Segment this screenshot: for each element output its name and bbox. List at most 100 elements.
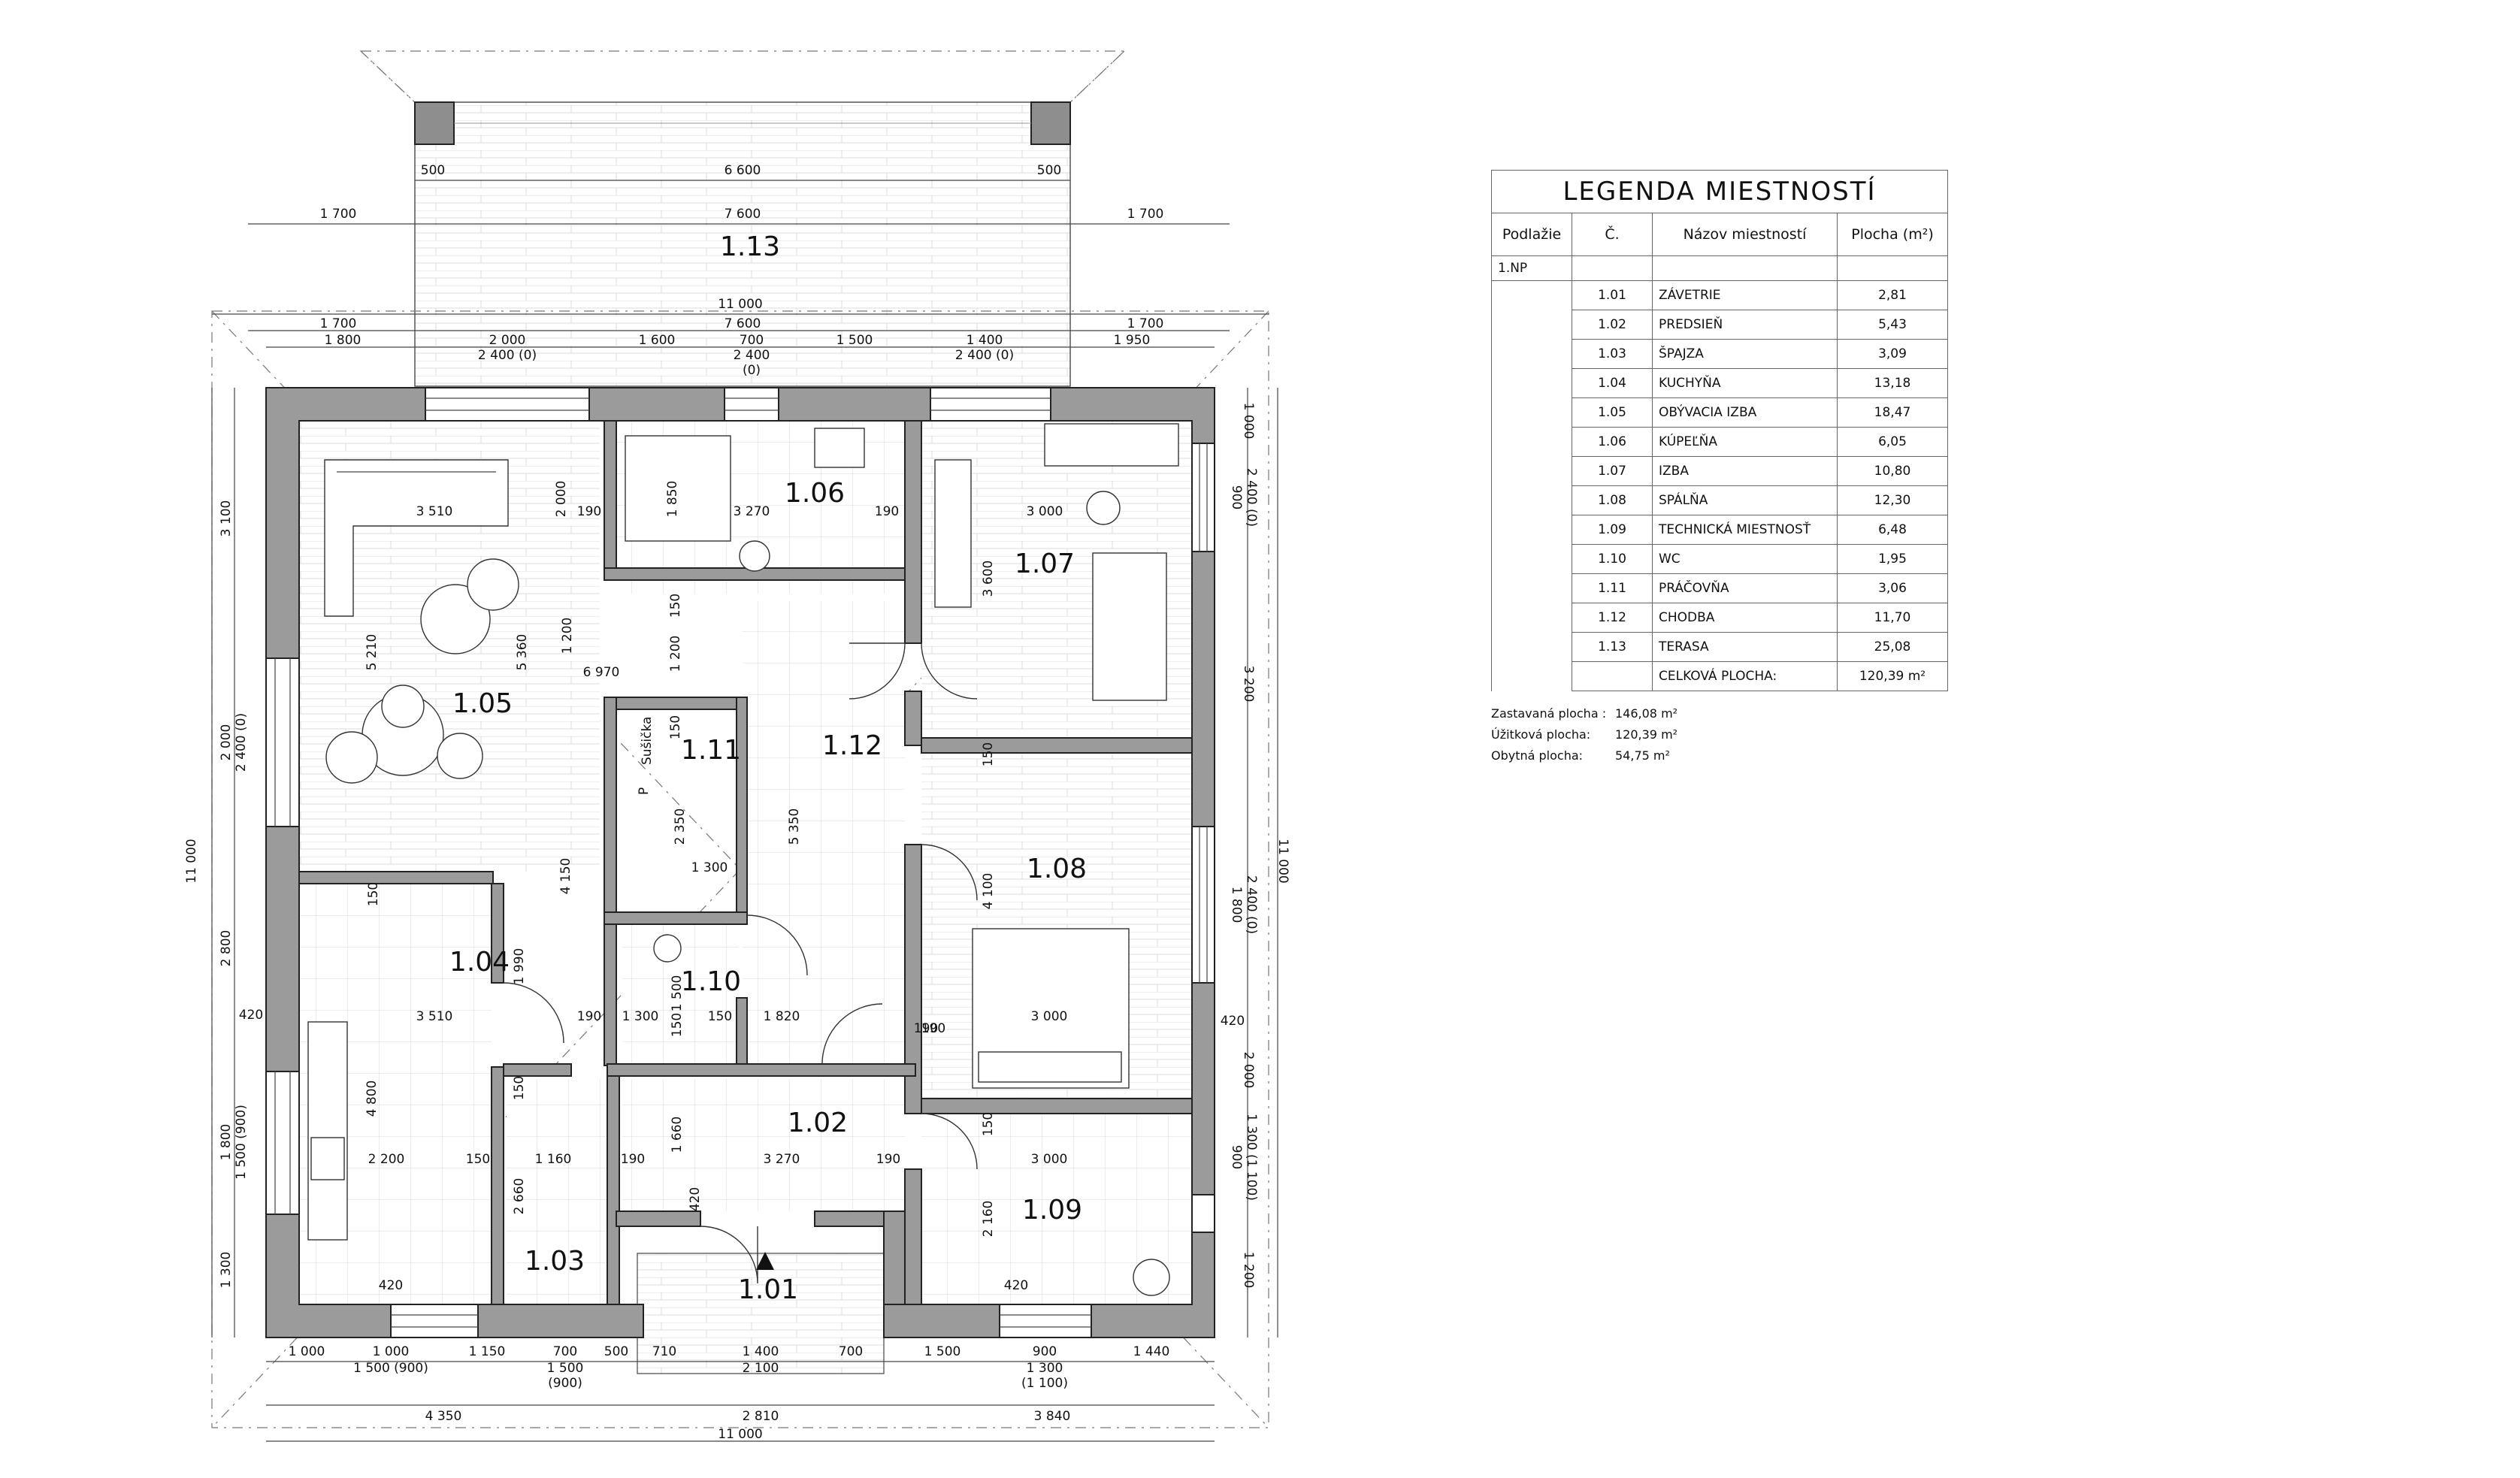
legend-header-floor: Podlažie (1491, 213, 1572, 256)
legend-room-number: 1.07 (1572, 456, 1653, 486)
dryer-label: Sušička (640, 717, 655, 765)
legend-room-number: 1.06 (1572, 427, 1653, 457)
svg-text:2 810: 2 810 (743, 1409, 779, 1424)
svg-text:1 000: 1 000 (289, 1344, 325, 1359)
room-label-1.11: 1.11 (681, 735, 741, 766)
svg-text:190: 190 (577, 1009, 601, 1024)
svg-text:4 150: 4 150 (558, 858, 573, 895)
legend-room-name: TECHNICKÁ MIESTNOSŤ (1652, 515, 1838, 545)
summary-row: Obytná plocha: 54,75 m² (1491, 748, 1677, 769)
svg-text:5 350: 5 350 (787, 809, 802, 845)
svg-text:1 500: 1 500 (836, 333, 873, 348)
svg-text:1 300: 1 300 (691, 860, 728, 875)
svg-text:1 400: 1 400 (967, 333, 1003, 348)
svg-text:150: 150 (981, 742, 996, 766)
svg-text:1 820: 1 820 (764, 1009, 800, 1024)
legend-header-name: Názov miestností (1652, 213, 1838, 256)
svg-text:3 000: 3 000 (1031, 1152, 1068, 1167)
svg-text:3 000: 3 000 (1027, 504, 1063, 519)
room-label-1.08: 1.08 (1027, 854, 1087, 884)
summary-label: Zastavaná plocha : (1491, 706, 1607, 721)
svg-text:1 200: 1 200 (1241, 1252, 1256, 1289)
svg-text:2 400 (0): 2 400 (0) (478, 348, 537, 363)
svg-text:500: 500 (604, 1344, 628, 1359)
room-label-1.07: 1.07 (1015, 549, 1075, 579)
legend-room-name: ŠPAJZA (1652, 339, 1838, 369)
svg-text:900: 900 (1229, 1145, 1244, 1169)
svg-text:190: 190 (876, 1152, 900, 1167)
svg-text:420: 420 (239, 1008, 263, 1023)
svg-text:2 400 (0): 2 400 (0) (1244, 875, 1259, 934)
legend-room-name: OBÝVACIA IZBA (1652, 397, 1838, 428)
svg-text:3 000: 3 000 (1031, 1009, 1068, 1024)
legend-header-number: Č. (1572, 213, 1653, 256)
svg-text:11 000: 11 000 (718, 1427, 762, 1442)
svg-text:1 150: 1 150 (469, 1344, 506, 1359)
room-label-1.10: 1.10 (681, 966, 741, 997)
svg-text:700: 700 (839, 1344, 863, 1359)
furniture (307, 423, 1179, 1296)
legend-room-number: 1.12 (1572, 603, 1653, 633)
legend-room-name: WC (1652, 544, 1838, 574)
legend-room-area: 10,80 (1837, 456, 1948, 486)
room-label-1.05: 1.05 (452, 688, 513, 719)
svg-text:2 350: 2 350 (673, 809, 688, 845)
legend-room-area: 5,43 (1837, 310, 1948, 340)
legend-room-number: 1.10 (1572, 544, 1653, 574)
svg-text:1 000: 1 000 (1241, 403, 1256, 440)
summary-value: 54,75 m² (1615, 748, 1670, 763)
svg-text:2 000: 2 000 (489, 333, 526, 348)
svg-text:190: 190 (921, 1021, 945, 1036)
svg-text:1 300 (1 100): 1 300 (1 100) (1244, 1114, 1259, 1201)
legend-room-area: 1,95 (1837, 544, 1948, 574)
svg-text:2 100: 2 100 (743, 1361, 779, 1376)
room-legend: LEGENDA MIESTNOSTÍ Podlažie Č. Názov mie… (1491, 170, 1948, 691)
room-labels: 1.01 1.02 1.03 1.04 1.05 1.06 1.07 1.08 … (449, 231, 1087, 1305)
svg-text:(900): (900) (548, 1376, 582, 1391)
svg-text:3 270: 3 270 (764, 1152, 800, 1167)
exterior-walls (265, 387, 1215, 1338)
room-label-1.01: 1.01 (738, 1274, 798, 1305)
svg-text:6 970: 6 970 (583, 665, 620, 680)
legend-room-number: 1.02 (1572, 310, 1653, 340)
legend-total-label: CELKOVÁ PLOCHA: (1652, 661, 1838, 691)
dimension-texts: 500 6 600 500 1 700 7 600 1 700 11 000 1… (184, 163, 1290, 1442)
terrace (359, 50, 1126, 387)
svg-text:5 360: 5 360 (515, 634, 530, 671)
legend-header-area: Plocha (m²) (1837, 213, 1948, 256)
dimension-lines (211, 180, 1278, 1442)
svg-text:1 000: 1 000 (373, 1344, 410, 1359)
legend-room-number: 1.11 (1572, 573, 1653, 603)
svg-text:1 700: 1 700 (320, 316, 357, 331)
legend-room-name: CHODBA (1652, 603, 1838, 633)
svg-text:2 200: 2 200 (368, 1152, 405, 1167)
svg-text:2 400: 2 400 (734, 348, 770, 363)
svg-text:900: 900 (1229, 485, 1244, 509)
svg-text:1 200: 1 200 (668, 636, 683, 673)
legend-room-area: 12,30 (1837, 485, 1948, 515)
summary-label: Obytná plocha: (1491, 748, 1584, 763)
interior-walls (298, 420, 1193, 1305)
svg-text:3 510: 3 510 (416, 1009, 453, 1024)
svg-text:2 160: 2 160 (981, 1201, 996, 1238)
svg-text:2 000: 2 000 (1241, 1052, 1256, 1089)
svg-text:710: 710 (652, 1344, 676, 1359)
legend-room-area: 3,06 (1837, 573, 1948, 603)
svg-text:150: 150 (708, 1009, 732, 1024)
legend-room-area: 25,08 (1837, 632, 1948, 662)
svg-text:150: 150 (981, 1112, 996, 1136)
windows (274, 397, 1208, 1328)
summary-value: 146,08 m² (1615, 706, 1678, 721)
svg-text:420: 420 (688, 1187, 703, 1211)
svg-text:2 000: 2 000 (219, 724, 234, 761)
svg-text:3 600: 3 600 (981, 561, 996, 597)
svg-text:1 500: 1 500 (547, 1361, 584, 1376)
svg-text:6 600: 6 600 (725, 163, 761, 178)
svg-text:150: 150 (366, 882, 381, 906)
svg-text:3 200: 3 200 (1241, 666, 1256, 703)
svg-text:1 400: 1 400 (743, 1344, 779, 1359)
